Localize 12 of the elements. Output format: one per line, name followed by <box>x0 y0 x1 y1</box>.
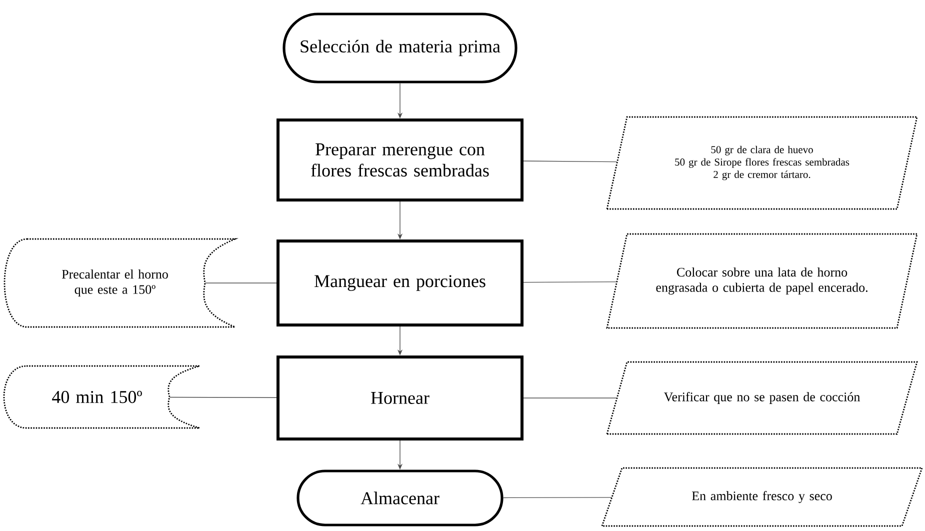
process-box: Hornear <box>276 356 524 440</box>
connector-line <box>502 497 612 498</box>
data-parallelogram: Verificar que no se pasen de cocción <box>606 361 918 435</box>
data-parallelogram: Colocar sobre una lata de horno engrasada o cubierta de papel encerado. <box>606 233 918 329</box>
connector-line <box>523 281 618 283</box>
data-parallelogram: 50 gr de clara de huevo 50 gr de Sirope flores frescas sembradas 2 gr de cremor tártaro. <box>606 116 918 210</box>
process-box: Manguear en porciones <box>276 240 524 326</box>
process-box: Preparar merengue con flores frescas sembradas <box>276 118 524 202</box>
connector-line <box>204 282 277 284</box>
connector-line <box>169 396 277 398</box>
connector-line <box>523 160 618 162</box>
data-parallelogram: En ambiente fresco y seco <box>601 467 923 527</box>
